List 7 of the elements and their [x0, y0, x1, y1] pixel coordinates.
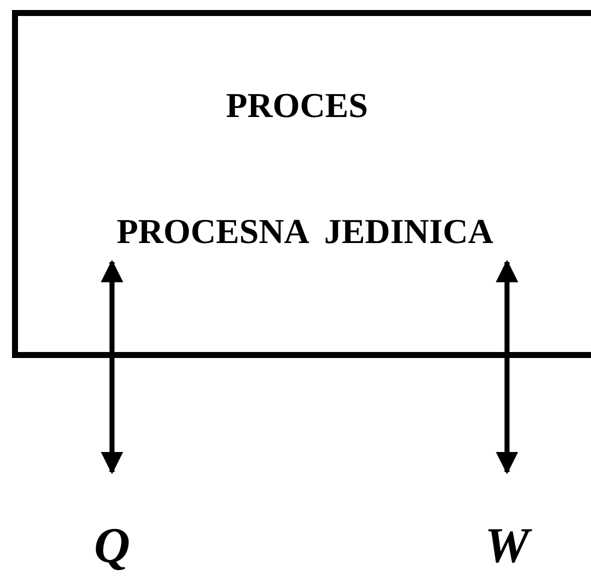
variable-label: Q	[82, 520, 142, 570]
box-label: PROCESNA JEDINICA	[116, 214, 494, 249]
double-arrow	[496, 260, 518, 474]
double-arrow	[100, 260, 124, 474]
process-box	[12, 10, 591, 358]
box-title: PROCES	[225, 88, 369, 123]
variable-label: W	[477, 520, 537, 570]
